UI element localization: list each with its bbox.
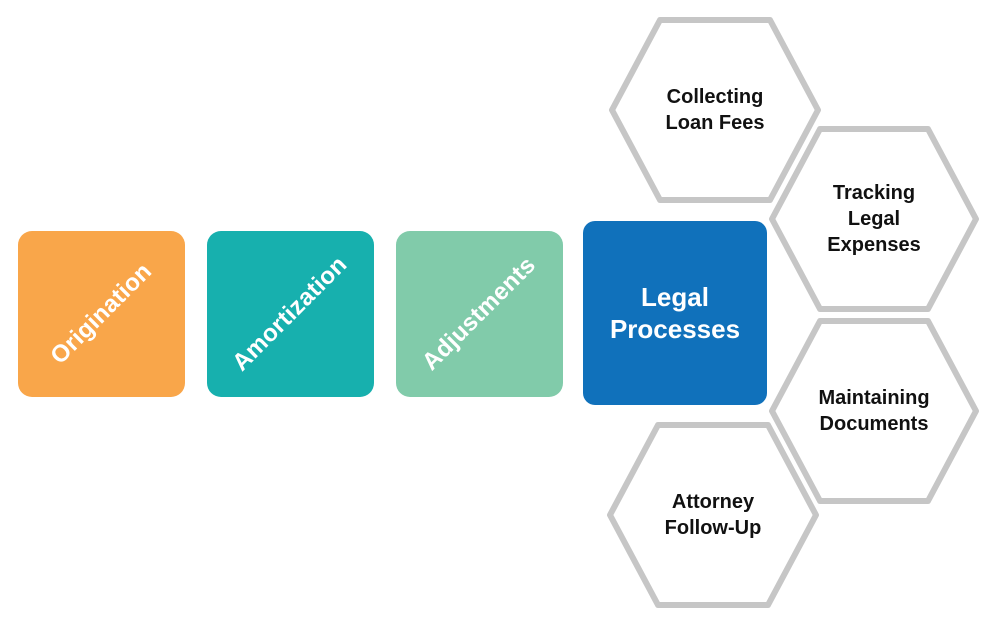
- attorney-follow-up-line-1: Attorney: [671, 491, 755, 513]
- collecting-loan-fees-line-1: Collecting: [666, 86, 764, 108]
- hexagon-maintaining-documents: [769, 318, 979, 504]
- collecting-loan-fees-line-2: Loan Fees: [665, 112, 765, 134]
- origination-box: Origination: [18, 231, 185, 397]
- maintaining-documents-line-2: Documents: [819, 413, 929, 435]
- maintaining-documents-line-1: Maintaining: [818, 387, 930, 409]
- hexagon-tracking-legal-expenses-label: Tracking Legal Expenses: [772, 129, 976, 309]
- hexagon-attorney-follow-up-label: Attorney Follow-Up: [610, 425, 816, 605]
- tracking-legal-expenses-line-3: Expenses: [827, 234, 921, 256]
- attorney-follow-up-line-2: Follow-Up: [664, 517, 762, 539]
- hexagon-attorney-follow-up: [607, 422, 819, 608]
- tracking-legal-expenses-line-2: Legal: [847, 208, 901, 230]
- legal-processes-box: Legal Processes: [583, 221, 767, 405]
- hexagon-collecting-loan-fees-label: Collecting Loan Fees: [612, 20, 818, 200]
- adjustments-box: Adjustments: [396, 231, 563, 397]
- legal-processes-label: Legal Processes: [610, 281, 740, 345]
- legal-processes-line-2: Processes: [609, 314, 741, 344]
- hexagon-maintaining-documents-label: Maintaining Documents: [772, 321, 976, 501]
- hexagon-collecting-loan-fees: [609, 17, 821, 203]
- tracking-legal-expenses-line-1: Tracking: [832, 182, 916, 204]
- amortization-box: Amortization: [207, 231, 374, 397]
- hexagon-tracking-legal-expenses: [769, 126, 979, 312]
- legal-processes-line-1: Legal: [641, 282, 709, 312]
